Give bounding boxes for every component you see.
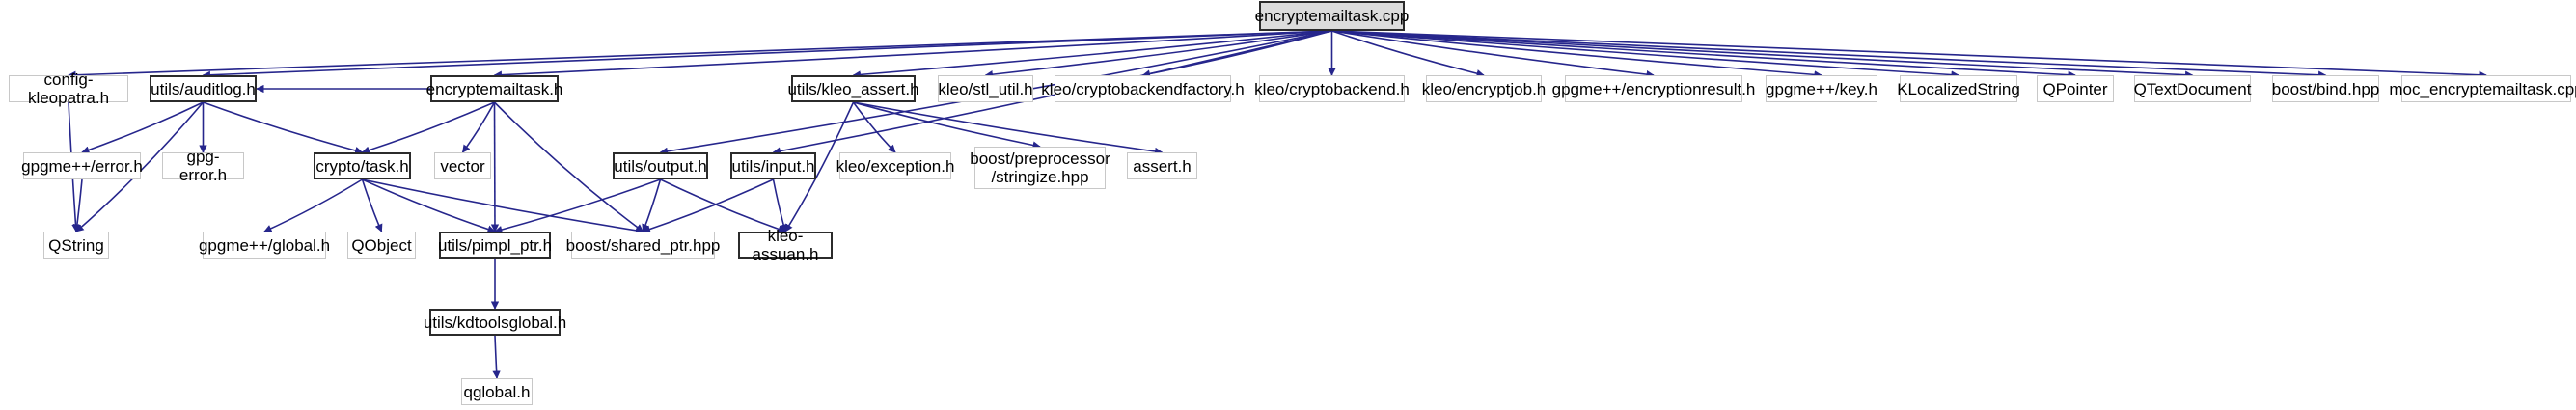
graph-node-klocalized[interactable]: KLocalizedString xyxy=(1897,75,2020,102)
graph-node-cbfactory[interactable]: kleo/cryptobackendfactory.h xyxy=(1041,75,1245,102)
edge-auditlog-to-gpgerror_h xyxy=(81,101,204,154)
graph-node-stl_util[interactable]: kleo/stl_util.h xyxy=(938,75,1033,102)
graph-node-bindhpp[interactable]: boost/bind.hpp xyxy=(2272,75,2379,102)
graph-node-qobject[interactable]: QObject xyxy=(347,232,416,259)
edge-root-to-auditlog xyxy=(202,30,1332,79)
edge-task_h-to-gpgglobal xyxy=(263,178,363,232)
edge-root-to-qtextdoc xyxy=(1331,30,2194,79)
edge-root-to-moc xyxy=(1331,30,2487,79)
graph-node-gpgkey[interactable]: gpgme++/key.h xyxy=(1766,75,1877,102)
edge-output_h-to-shared_ptr xyxy=(642,178,662,232)
edge-root-to-gpgkey xyxy=(1331,30,1822,79)
graph-node-input_h[interactable]: utils/input.h xyxy=(730,152,816,179)
edge-auditlog-to-qstring xyxy=(75,101,205,232)
edge-root-to-stl_util xyxy=(984,30,1332,79)
edge-input_h-to-shared_ptr xyxy=(642,178,774,233)
edge-kleo_assert-to-exception xyxy=(852,101,896,153)
graph-node-cbackend[interactable]: kleo/cryptobackend.h xyxy=(1254,75,1410,102)
edge-root-to-bindhpp xyxy=(1331,30,2327,79)
graph-node-emtask_h[interactable]: encryptemailtask.h xyxy=(426,75,562,102)
graph-node-task_h[interactable]: crypto/task.h xyxy=(314,152,411,179)
graph-node-configkleo[interactable]: config-kleopatra.h xyxy=(9,70,128,107)
graph-node-qtextdoc[interactable]: QTextDocument xyxy=(2134,75,2251,102)
graph-node-assert_h[interactable]: assert.h xyxy=(1127,152,1197,179)
edge-emtask_h-to-vector xyxy=(461,101,496,153)
graph-node-output_h[interactable]: utils/output.h xyxy=(613,152,708,179)
graph-node-qstring[interactable]: QString xyxy=(43,232,109,259)
graph-node-encryptjob[interactable]: kleo/encryptjob.h xyxy=(1422,75,1546,102)
edge-emtask_h-to-pimpl_ptr xyxy=(490,101,500,232)
graph-node-qglobal[interactable]: qglobal.h xyxy=(461,378,533,405)
graph-node-shared_ptr[interactable]: boost/shared_ptr.hpp xyxy=(566,232,720,259)
edge-root-to-emtask_h xyxy=(493,30,1332,79)
edge-output_h-to-assuan xyxy=(660,178,786,233)
graph-node-exception[interactable]: kleo/exception.h xyxy=(836,152,954,179)
edge-kleo_assert-to-assert_h xyxy=(853,101,1164,156)
edge-root-to-encryptjob xyxy=(1331,30,1485,78)
graph-node-assuan[interactable]: kleo-assuan.h xyxy=(738,227,833,263)
graph-node-auditlog[interactable]: utils/auditlog.h xyxy=(150,75,257,102)
graph-node-encresult[interactable]: gpgme++/encryptionresult.h xyxy=(1552,75,1755,102)
graph-node-vector[interactable]: vector xyxy=(434,152,491,179)
graph-node-gpgerror_h[interactable]: gpgme++/error.h xyxy=(21,152,143,179)
edge-gpgerror_h-to-qstring xyxy=(72,178,83,232)
edge-auditlog-to-task_h xyxy=(203,101,364,155)
edge-emtask_h-to-task_h xyxy=(361,101,495,154)
graph-node-root[interactable]: encryptemailtask.cpp xyxy=(1255,1,1409,31)
graph-node-stringize[interactable]: boost/preprocessor /stringize.hpp xyxy=(970,147,1110,189)
edge-output_h-to-pimpl_ptr xyxy=(494,178,661,234)
edge-kleo_assert-to-stringize xyxy=(853,101,1041,150)
graph-node-moc[interactable]: moc_encryptemailtask.cpp xyxy=(2389,75,2576,102)
graph-node-kdtools[interactable]: utils/kdtoolsglobal.h xyxy=(424,309,566,336)
graph-node-kleo_assert[interactable]: utils/kleo_assert.h xyxy=(787,75,919,102)
edge-task_h-to-shared_ptr xyxy=(362,178,644,234)
graph-node-gpgerror[interactable]: gpg-error.h xyxy=(162,148,244,184)
graph-node-qpointer[interactable]: QPointer xyxy=(2037,75,2114,102)
edge-kdtools-to-qglobal xyxy=(492,335,501,379)
edge-emtask_h-to-shared_ptr xyxy=(493,101,644,232)
edge-root-to-encresult xyxy=(1331,30,1655,79)
graph-node-gpgglobal[interactable]: gpgme++/global.h xyxy=(199,232,330,259)
edge-input_h-to-assuan xyxy=(772,178,788,232)
edge-task_h-to-pimpl_ptr xyxy=(362,178,496,233)
edge-task_h-to-qobject xyxy=(361,178,383,232)
graph-node-pimpl_ptr[interactable]: utils/pimpl_ptr.h xyxy=(438,232,552,259)
edge-root-to-kleo_assert xyxy=(852,30,1332,79)
edge-root-to-klocalized xyxy=(1331,30,1959,79)
edge-root-to-qpointer xyxy=(1331,30,2076,79)
edge-kleo_assert-to-assuan xyxy=(784,101,855,232)
